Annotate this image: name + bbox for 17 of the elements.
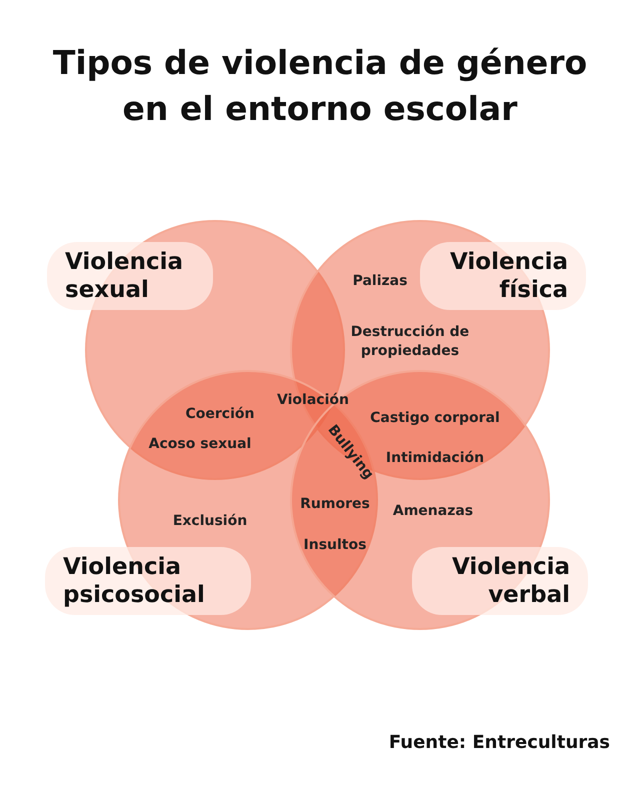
region-label: Insultos (302, 536, 368, 555)
region-label: Palizas (352, 272, 408, 291)
region-label: Coerción (184, 405, 256, 424)
region-label: Acoso sexual (148, 435, 252, 454)
source-note: Fuente: Entreculturas (388, 733, 610, 752)
region-label: Rumores (299, 495, 371, 514)
circle-heading: Violencia psicosocial (45, 547, 251, 615)
region-label: Intimidación (384, 449, 486, 468)
region-label: Exclusión (172, 512, 248, 531)
region-label: Castigo corporal (370, 409, 501, 426)
circle-heading: Violencia física (420, 242, 586, 310)
region-label: Violación (276, 391, 350, 410)
circle-heading: Violencia sexual (47, 242, 213, 310)
circle-heading: Violencia verbal (412, 547, 588, 615)
region-label: Amenazas (392, 502, 474, 521)
title: Tipos de violencia de género en el entorno escolar (52, 42, 588, 130)
region-label: Destrucción de propiedades (350, 323, 470, 361)
